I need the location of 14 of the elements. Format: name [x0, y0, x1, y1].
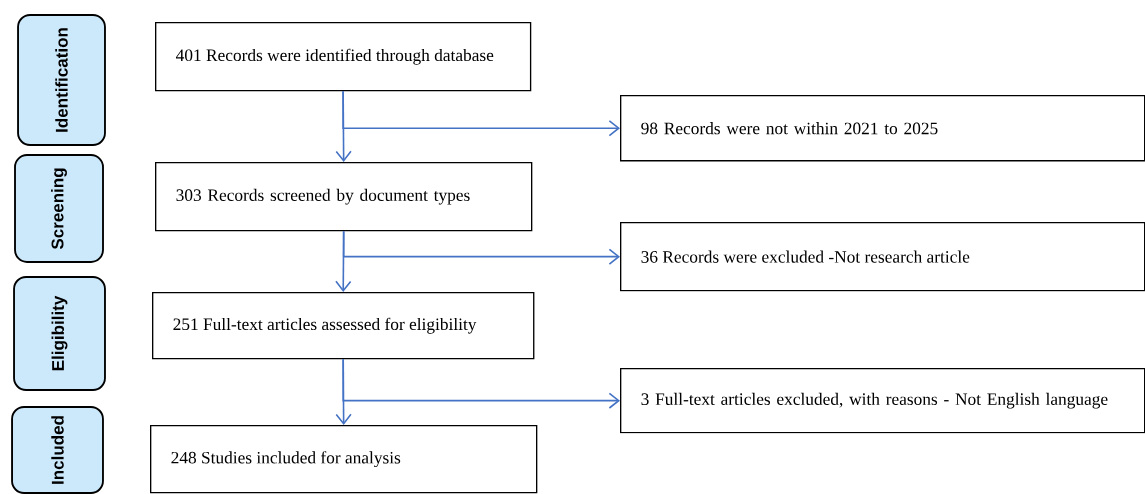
stage-label: Eligibility	[13, 276, 106, 391]
stage-label: Screening	[14, 154, 104, 263]
process-box: 401 Records were identified through database	[155, 22, 532, 92]
stage-label: Identification	[17, 14, 106, 146]
arrow	[342, 358, 620, 409]
process-box: 3 Full-text articles excluded, with reasons - Not English language	[620, 368, 1145, 434]
process-box: 248 Studies included for analysis	[150, 425, 538, 494]
arrow	[342, 90, 620, 137]
process-box: 303 Records screened by document types	[155, 162, 533, 232]
process-box: 36 Records were excluded -Not research article	[620, 222, 1145, 292]
stage-label: Included	[11, 406, 104, 494]
process-box: 98 Records were not within 2021 to 2025	[620, 95, 1145, 162]
arrow	[342, 230, 620, 265]
process-box: 251 Full-text articles assessed for eligibility	[152, 292, 535, 360]
